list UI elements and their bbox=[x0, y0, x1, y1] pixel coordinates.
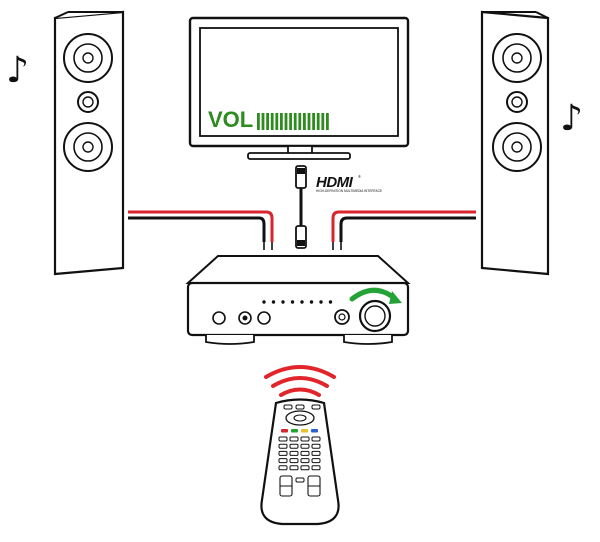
tv-volume-bar-segment bbox=[307, 113, 311, 130]
svg-text:®: ® bbox=[358, 174, 361, 179]
tv-volume-label: VOL bbox=[208, 107, 253, 132]
right-music-note-icon: ♪ bbox=[560, 98, 583, 139]
tv-volume-bar-segment bbox=[316, 113, 320, 130]
amp-power-button bbox=[212, 311, 226, 325]
remote-button bbox=[295, 404, 305, 410]
tv-volume-bar-segment bbox=[284, 113, 288, 130]
tv-volume-bar-segment bbox=[280, 113, 283, 130]
remote-button bbox=[311, 404, 321, 410]
remote-button bbox=[278, 450, 288, 456]
remote-button bbox=[278, 458, 288, 464]
remote-button bbox=[300, 436, 310, 442]
amp-indicator-led bbox=[271, 300, 276, 304]
tv-volume-bar-segment bbox=[321, 113, 325, 130]
tv-volume-bar-segment bbox=[312, 113, 315, 130]
right-speaker-cable bbox=[331, 210, 476, 250]
tv-volume-bar bbox=[257, 113, 329, 130]
remote-button bbox=[278, 436, 288, 442]
remote-button bbox=[283, 404, 293, 410]
amplifier bbox=[185, 255, 411, 345]
tv-volume-bar-segment bbox=[275, 113, 279, 130]
amp-indicator-leds bbox=[262, 300, 333, 304]
svg-text:HDMI: HDMI bbox=[316, 174, 354, 191]
amp-indicator-led bbox=[262, 300, 266, 304]
amp-indicator-led bbox=[309, 300, 314, 304]
remote-color-button bbox=[301, 429, 308, 433]
svg-text:HIGH-DEFINITION MULTIMEDIA INT: HIGH-DEFINITION MULTIMEDIA INTERFACE bbox=[316, 189, 382, 193]
remote-color-button bbox=[281, 429, 288, 433]
right-speaker bbox=[480, 10, 550, 276]
remote-button bbox=[300, 465, 310, 471]
remote-button bbox=[311, 436, 321, 442]
remote-color-button bbox=[291, 429, 298, 433]
hdmi-logo: HDMI ® HIGH-DEFINITION MULTIMEDIA INTERF… bbox=[316, 174, 382, 193]
remote-color-button bbox=[311, 429, 318, 433]
remote-button bbox=[278, 443, 288, 449]
remote-button bbox=[300, 458, 310, 464]
amp-indicator-led bbox=[319, 300, 323, 304]
amp-indicator-led bbox=[300, 300, 304, 304]
tv-volume-bar-segment bbox=[326, 113, 329, 130]
amp-indicator-led bbox=[281, 300, 285, 304]
left-speaker bbox=[53, 10, 125, 276]
amp-indicator-led bbox=[328, 300, 333, 304]
tv-volume-bar-segment bbox=[257, 113, 260, 130]
tv-volume-bar-segment bbox=[266, 113, 269, 130]
remote-ok-button bbox=[293, 414, 307, 422]
remote-button bbox=[311, 443, 321, 449]
amp-input-button bbox=[257, 311, 271, 325]
hdmi-cable bbox=[295, 165, 307, 249]
remote-button bbox=[311, 450, 321, 456]
remote-button bbox=[289, 450, 299, 456]
remote-button bbox=[311, 465, 321, 471]
tv-volume-bar-segment bbox=[293, 113, 297, 130]
left-speaker-cable bbox=[128, 210, 274, 250]
remote-button bbox=[300, 443, 310, 449]
volume-rotate-arrow-icon bbox=[349, 287, 397, 302]
remote-control bbox=[260, 398, 340, 526]
tv-volume-bar-segment bbox=[261, 113, 265, 130]
tv-volume-bar-segment bbox=[303, 113, 306, 130]
remote-button bbox=[278, 465, 288, 471]
remote-button bbox=[300, 450, 310, 456]
left-music-note-icon: ♪ bbox=[6, 50, 29, 91]
remote-button bbox=[289, 443, 299, 449]
remote-buttons bbox=[278, 404, 321, 497]
tv: VOL bbox=[188, 16, 410, 160]
remote-signal-icon bbox=[264, 365, 336, 397]
tv-volume-bar-segment bbox=[270, 113, 274, 130]
tv-volume-bar-segment bbox=[289, 113, 292, 130]
remote-button bbox=[311, 458, 321, 464]
amp-indicator-led bbox=[290, 300, 295, 304]
remote-mute-button bbox=[295, 477, 305, 483]
tv-volume-bar-segment bbox=[298, 113, 302, 130]
remote-button bbox=[289, 465, 299, 471]
remote-button bbox=[289, 436, 299, 442]
remote-button bbox=[289, 458, 299, 464]
